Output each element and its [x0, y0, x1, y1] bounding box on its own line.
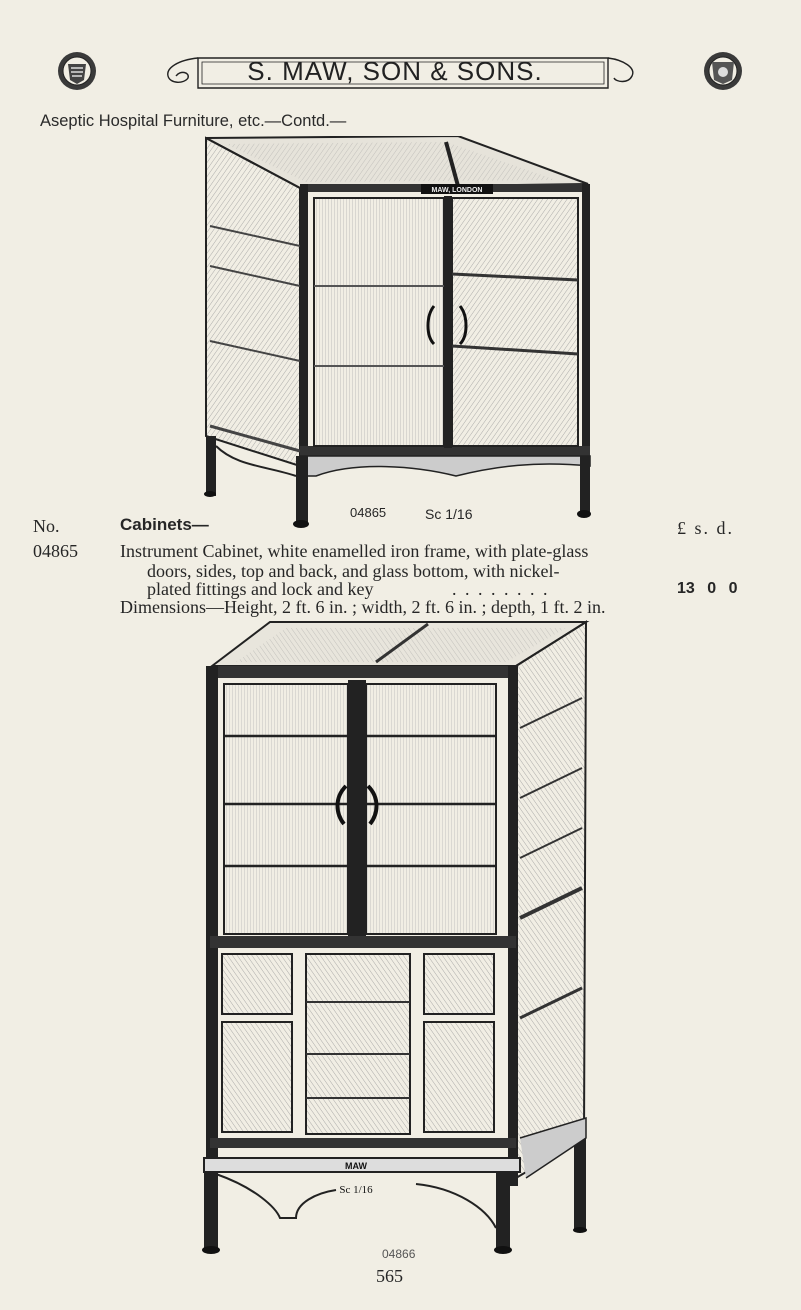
page-number: 565	[376, 1266, 403, 1286]
description-line: plated fittings and lock and key	[147, 579, 374, 599]
instrument-cabinet-illustration: MAW, LONDON	[204, 136, 591, 528]
ornament-scroll-icon	[607, 57, 634, 83]
description-line: Instrument Cabinet, white enamelled iron…	[120, 541, 589, 561]
description-line: doors, sides, top and back, and glass bo…	[147, 561, 560, 581]
figure-scale: Sc 1/16	[339, 1184, 373, 1196]
tall-cabinet-illustration: MAW Sc 1/16	[202, 620, 590, 1254]
banner-title: S. MAW, SON & SONS.	[247, 56, 543, 86]
category-title: Cabinets—	[120, 515, 209, 534]
figure-number: 04866	[382, 1247, 416, 1261]
item-number: 04865	[33, 541, 78, 561]
figure-scale: Sc 1/16	[425, 506, 473, 522]
section-title: Aseptic Hospital Furniture, etc.—Contd.—	[40, 112, 347, 130]
figure-number: 04865	[350, 505, 387, 520]
ornament-scroll-icon	[167, 57, 199, 83]
maker-plaque: MAW	[345, 1161, 368, 1171]
column-heading-no: No.	[33, 516, 60, 536]
crest-emblem-icon	[58, 52, 96, 90]
maker-plaque: MAW, LONDON	[432, 187, 483, 194]
crest-emblem-icon	[704, 52, 742, 90]
banner-scroll	[167, 57, 634, 89]
dot-leaders: . . . . . . . .	[452, 579, 550, 599]
dimensions-line: Dimensions—Height, 2 ft. 6 in. ; width, …	[120, 597, 606, 617]
item-price: 13 0 0	[677, 580, 738, 597]
price-heading: £ s. d.	[677, 518, 735, 538]
